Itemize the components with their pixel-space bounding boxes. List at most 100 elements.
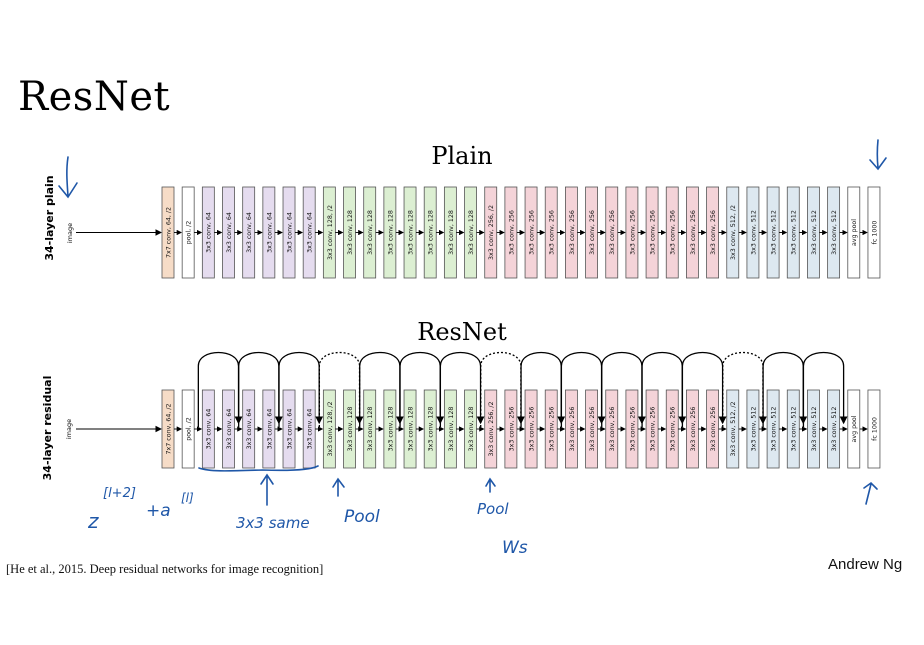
pool-note-1: Pool bbox=[344, 507, 380, 527]
resnet-layer-label-29: 3x3 conv, 512 bbox=[750, 407, 757, 452]
plain-layer-label-23: 3x3 conv, 256 bbox=[629, 210, 636, 255]
plain-layer-label-6: 3x3 conv, 64 bbox=[286, 212, 293, 253]
plain-layer-label-33: 3x3 conv, 512 bbox=[831, 210, 838, 255]
plain-layer-label-15: 3x3 conv, 128 bbox=[468, 210, 475, 255]
resnet-layer-label-19: 3x3 conv, 256 bbox=[549, 407, 556, 452]
resnet-layer-label-21: 3x3 conv, 256 bbox=[589, 407, 596, 452]
resnet-layer-label-33: 3x3 conv, 512 bbox=[831, 407, 838, 452]
resnet-layer-label-23: 3x3 conv, 256 bbox=[629, 407, 636, 452]
ws-note: Ws bbox=[502, 538, 528, 558]
resnet-layer-label-27: 3x3 conv, 256 bbox=[710, 407, 717, 452]
resnet-layer-label-20: 3x3 conv, 256 bbox=[569, 407, 576, 452]
resnet-heading: ResNet bbox=[417, 318, 507, 346]
bracket-under-64-layers bbox=[198, 465, 319, 472]
plain-layer-label-25: 3x3 conv, 256 bbox=[670, 210, 677, 255]
plain-layer-label-35: fc 1000 bbox=[871, 221, 878, 245]
plain-layer-label-32: 3x3 conv, 512 bbox=[811, 210, 818, 255]
resnet-layer-label-28: 3x3 conv, 512, /2 bbox=[730, 402, 737, 457]
plain-heading: Plain bbox=[431, 142, 492, 170]
up-arrow-pool-1-icon bbox=[332, 477, 345, 497]
plain-layer-35 bbox=[867, 186, 881, 279]
resnet-layer-label-10: 3x3 conv, 128 bbox=[367, 407, 374, 452]
handwritten-annotations bbox=[58, 139, 887, 506]
eq-z: z bbox=[87, 509, 99, 533]
resnet-layer-label-3: 3x3 conv, 64 bbox=[226, 409, 233, 450]
eq-plus-a: +a bbox=[146, 501, 171, 521]
plain-layer-label-3: 3x3 conv, 64 bbox=[226, 212, 233, 253]
resnet-layer-label-35: fc 1000 bbox=[871, 417, 878, 441]
down-arrow-right-icon bbox=[869, 139, 887, 171]
plain-layer-label-20: 3x3 conv, 256 bbox=[569, 210, 576, 255]
plain-layer-label-29: 3x3 conv, 512 bbox=[750, 210, 757, 255]
plain-layer-label-17: 3x3 conv, 256 bbox=[508, 210, 515, 255]
resnet-layer-label-8: 3x3 conv, 128, /2 bbox=[327, 402, 334, 457]
resnet-layer-label-15: 3x3 conv, 128 bbox=[468, 407, 475, 452]
up-arrow-bracket-icon bbox=[260, 473, 274, 506]
plain-layer-label-10: 3x3 conv, 128 bbox=[367, 210, 374, 255]
plain-side-label: 34-layer plain bbox=[43, 175, 56, 260]
resnet-layer-label-4: 3x3 conv, 64 bbox=[246, 409, 253, 450]
resnet-layer-label-7: 3x3 conv, 64 bbox=[307, 409, 314, 450]
plain-layer-label-34: avg pool bbox=[851, 219, 858, 246]
down-arrow-left-icon bbox=[58, 156, 78, 199]
resnet-side-label: 34-layer residual bbox=[41, 376, 54, 481]
plain-input-label: image bbox=[66, 223, 74, 243]
bracket-note: 3x3 same bbox=[236, 514, 310, 532]
plain-layer-label-21: 3x3 conv, 256 bbox=[589, 210, 596, 255]
handwritten-text: z [l+2] +a [l] 3x3 same Pool Pool Ws bbox=[87, 486, 528, 558]
plain-layer-label-14: 3x3 conv, 128 bbox=[448, 210, 455, 255]
plain-layer-label-18: 3x3 conv, 256 bbox=[528, 210, 535, 255]
plain-layer-label-12: 3x3 conv, 128 bbox=[407, 210, 414, 255]
resnet-layer-35 bbox=[867, 389, 881, 469]
resnet-layer-label-14: 3x3 conv, 128 bbox=[448, 407, 455, 452]
resnet-layer-label-32: 3x3 conv, 512 bbox=[811, 407, 818, 452]
citation: [He et al., 2015. Deep residual networks… bbox=[6, 562, 324, 576]
plain-layer-label-19: 3x3 conv, 256 bbox=[549, 210, 556, 255]
plain-layer-label-8: 3x3 conv, 128, /2 bbox=[327, 205, 334, 260]
resnet-layer-label-13: 3x3 conv, 128 bbox=[428, 407, 435, 452]
resnet-network-row: 7x7 conv, 64, /2 pool, /2 3x3 conv, 64 3x3 … bbox=[76, 352, 881, 469]
plain-layer-label-5: 3x3 conv, 64 bbox=[266, 212, 273, 253]
plain-layer-label-22: 3x3 conv, 256 bbox=[609, 210, 616, 255]
plain-layer-label-16: 3x3 conv, 256, /2 bbox=[488, 205, 495, 260]
resnet-layer-label-22: 3x3 conv, 256 bbox=[609, 407, 616, 452]
plain-layer-label-1: pool, /2 bbox=[186, 221, 193, 245]
resnet-layer-label-2: 3x3 conv, 64 bbox=[206, 409, 213, 450]
author-name: Andrew Ng bbox=[828, 556, 903, 573]
resnet-layer-label-30: 3x3 conv, 512 bbox=[771, 407, 778, 452]
eq-z-superscript: [l+2] bbox=[103, 486, 136, 501]
plain-layer-label-31: 3x3 conv, 512 bbox=[791, 210, 798, 255]
resnet-layer-label-1: pool, /2 bbox=[186, 417, 193, 441]
eq-a-superscript: [l] bbox=[181, 491, 194, 505]
resnet-layer-label-26: 3x3 conv, 256 bbox=[690, 407, 697, 452]
resnet-layer-label-11: 3x3 conv, 128 bbox=[387, 407, 394, 452]
up-arrow-right-icon bbox=[863, 481, 878, 505]
resnet-layer-label-16: 3x3 conv, 256, /2 bbox=[488, 402, 495, 457]
resnet-layer-label-12: 3x3 conv, 128 bbox=[407, 407, 414, 452]
resnet-layer-label-5: 3x3 conv, 64 bbox=[266, 409, 273, 450]
plain-layer-label-7: 3x3 conv, 64 bbox=[307, 212, 314, 253]
plain-layer-label-4: 3x3 conv, 64 bbox=[246, 212, 253, 253]
slide-title: ResNet bbox=[18, 74, 171, 120]
plain-layer-label-9: 3x3 conv, 128 bbox=[347, 210, 354, 255]
plain-layer-label-28: 3x3 conv, 512, /2 bbox=[730, 205, 737, 260]
plain-layer-label-26: 3x3 conv, 256 bbox=[690, 210, 697, 255]
resnet-layer-label-17: 3x3 conv, 256 bbox=[508, 407, 515, 452]
resnet-layer-label-24: 3x3 conv, 256 bbox=[649, 407, 656, 452]
plain-layer-label-0: 7x7 conv, 64, /2 bbox=[165, 207, 172, 258]
resnet-layer-label-0: 7x7 conv, 64, /2 bbox=[165, 404, 172, 455]
plain-layer-label-27: 3x3 conv, 256 bbox=[710, 210, 717, 255]
resnet-layer-label-31: 3x3 conv, 512 bbox=[791, 407, 798, 452]
plain-layer-label-30: 3x3 conv, 512 bbox=[771, 210, 778, 255]
plain-network-row: 7x7 conv, 64, /2 pool, /2 3x3 conv, 64 3x3 … bbox=[76, 186, 881, 279]
plain-layer-label-13: 3x3 conv, 128 bbox=[428, 210, 435, 255]
pool-note-2: Pool bbox=[477, 500, 509, 518]
up-arrow-pool-2-icon bbox=[485, 477, 496, 493]
resnet-layer-label-18: 3x3 conv, 256 bbox=[528, 407, 535, 452]
plain-layer-label-11: 3x3 conv, 128 bbox=[387, 210, 394, 255]
skip-connection-15 bbox=[802, 352, 848, 427]
plain-layer-label-24: 3x3 conv, 256 bbox=[649, 210, 656, 255]
resnet-layer-label-9: 3x3 conv, 128 bbox=[347, 407, 354, 452]
